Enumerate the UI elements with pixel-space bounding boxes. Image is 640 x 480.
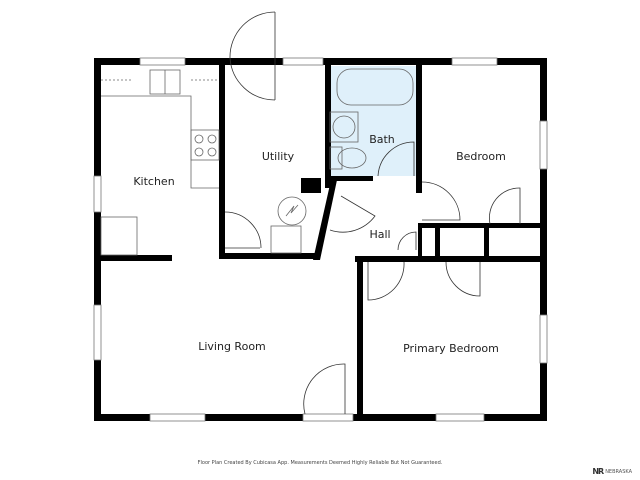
windows bbox=[93, 57, 548, 422]
room-label-utility: Utility bbox=[262, 150, 295, 163]
brand-logo: NR NEBRASKA bbox=[592, 467, 632, 476]
walls bbox=[94, 58, 547, 421]
footer-disclaimer: Floor Plan Created By Cubicasa App. Meas… bbox=[197, 460, 443, 466]
room-label-primary-bedroom: Primary Bedroom bbox=[403, 342, 499, 355]
room-label-living-room: Living Room bbox=[198, 340, 266, 353]
room-label-bedroom: Bedroom bbox=[456, 150, 506, 163]
logo-text: NEBRASKA bbox=[605, 468, 632, 475]
doors bbox=[224, 11, 521, 415]
room-label-kitchen: Kitchen bbox=[133, 175, 174, 188]
room-label-hall: Hall bbox=[369, 228, 390, 241]
logo-mark: NR bbox=[592, 467, 604, 476]
bath-floor bbox=[330, 66, 418, 176]
fixtures bbox=[100, 68, 414, 256]
furnace-block bbox=[301, 178, 321, 193]
room-label-bath: Bath bbox=[369, 133, 395, 146]
